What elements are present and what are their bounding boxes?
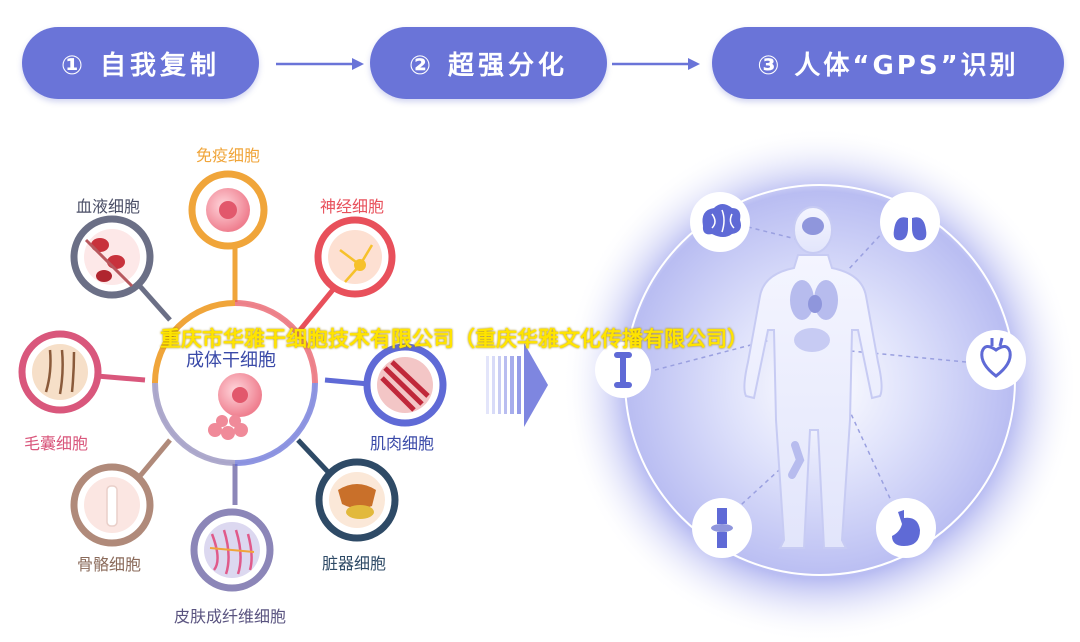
transition-arrow-icon — [486, 343, 548, 427]
arrow-right-icon — [276, 58, 700, 70]
step-label: ③ 人体“GPS”识别 — [757, 50, 1019, 81]
stomach-icon — [876, 498, 936, 558]
heart-icon — [966, 330, 1026, 390]
bone-icon — [595, 342, 651, 398]
hair-follicle-cell-label: 毛囊细胞 — [24, 434, 89, 453]
brain-icon — [690, 192, 750, 252]
muscle-cell-node — [363, 343, 447, 427]
skin-fibroblast-cell-label: 皮肤成纤维细胞 — [174, 607, 287, 626]
bone-cell-label: 骨骼细胞 — [77, 555, 142, 574]
immune-cell-label: 免疫细胞 — [196, 146, 261, 165]
step-differentiation: ② 超强分化 — [370, 27, 607, 99]
step-label: ① 自我复制 — [60, 50, 221, 81]
internal-organs-icon — [788, 217, 838, 479]
step-label: ② 超强分化 — [408, 50, 569, 81]
lungs-icon — [880, 192, 940, 252]
cell-cluster-icon — [208, 415, 248, 440]
organ-cell-node — [315, 458, 399, 542]
step-self-replication: ① 自我复制 — [22, 27, 259, 99]
skin-fibroblast-cell-node — [190, 508, 274, 592]
adult-stem-cell-hub — [152, 300, 318, 466]
knee-icon — [692, 498, 752, 558]
immune-cell-node — [188, 170, 268, 250]
blood-cell-label: 血液细胞 — [76, 197, 141, 216]
organ-cell-label: 脏器细胞 — [322, 554, 387, 573]
human-body-panel — [562, 127, 1078, 642]
blood-cell-node — [70, 215, 154, 299]
watermark-text: 重庆市华雅干细胞技术有限公司（重庆华雅文化传播有限公司） — [160, 327, 748, 351]
muscle-cell-label: 肌肉细胞 — [370, 434, 435, 453]
nerve-cell-node — [314, 216, 396, 298]
step-gps-recognition: ③ 人体“GPS”识别 — [712, 27, 1064, 99]
nerve-cell-label: 神经细胞 — [320, 197, 385, 216]
bone-cell-node — [70, 463, 154, 547]
center-stem-cell-label: 成体干细胞 — [186, 350, 276, 371]
hair-follicle-cell-node — [18, 330, 102, 414]
